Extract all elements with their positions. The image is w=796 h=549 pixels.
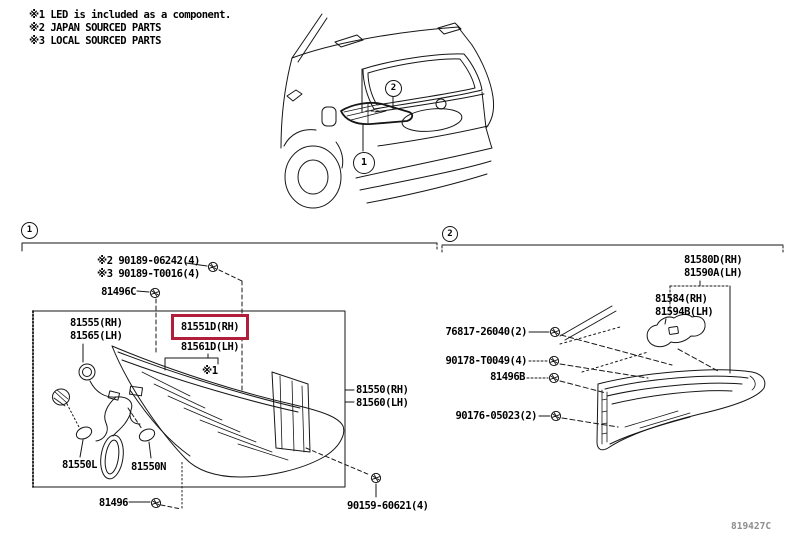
part-label-90176-05023: 90176-05023(2)	[455, 410, 537, 422]
part-label-bolt-note-b: ※3 90189-T0016(4)	[97, 268, 200, 280]
part-label-81496: 81496	[98, 497, 129, 509]
bulb-81550n	[138, 428, 156, 442]
car-tail-lamp	[340, 101, 414, 125]
bulb-81550l	[75, 426, 93, 440]
part-label-81580d: 81580D(RH)	[684, 254, 743, 266]
car-callout-2: 2	[385, 80, 402, 97]
part-label-81560: 81560(LH)	[356, 397, 409, 409]
part-label-76817-26040: 76817-26040(2)	[445, 326, 527, 338]
section1-leaders	[79, 261, 382, 510]
highlighted-part-81551d[interactable]: 81551D(RH)	[171, 314, 249, 340]
section2-frame	[441, 244, 784, 255]
part-label-81496c: 81496C	[101, 286, 136, 298]
led-note-marker: ※1	[202, 365, 218, 377]
part-label-81550l: 81550L	[62, 459, 97, 471]
part-label-81550: 81550(RH)	[356, 384, 409, 396]
part-label-81496b: 81496B	[490, 371, 525, 383]
part-label-90159-60621: 90159-60621(4)	[347, 500, 429, 512]
part-label-90178-t0049: 90178-T0049(4)	[445, 355, 527, 367]
side-mirror	[286, 89, 303, 102]
part-label-81590a: 81590A(LH)	[684, 267, 743, 279]
socket-cord-drawing	[52, 363, 156, 480]
part-label-bolt-note-a: ※2 90189-06242(4)	[97, 255, 200, 267]
car-callout-1: 1	[353, 152, 375, 174]
part-label-81565: 81565(LH)	[70, 330, 123, 342]
legend-note-led: ※1 LED is included as a component.	[29, 9, 231, 21]
part-label-81550n: 81550N	[131, 461, 166, 473]
part-label-81555: 81555(RH)	[70, 317, 123, 329]
fuel-lid	[321, 106, 337, 127]
outer-lamp-drawing	[111, 345, 345, 478]
part-label-81594b: 81594B(LH)	[655, 306, 714, 318]
part-label-81561d: 81561D(LH)	[180, 341, 240, 353]
bracket-81584-drawing	[646, 314, 706, 348]
legend-notes: ※1 LED is included as a component. ※2 JA…	[29, 9, 231, 48]
section1-marker: 1	[21, 222, 38, 239]
car-rear-illustration	[280, 13, 494, 209]
legend-note-japan: ※2 JAPAN SOURCED PARTS	[29, 22, 161, 34]
section2-marker: 2	[442, 226, 458, 242]
legend-note-local: ※3 LOCAL SOURCED PARTS	[29, 35, 161, 47]
part-label-81584: 81584(RH)	[655, 293, 708, 305]
section1-frame	[21, 242, 438, 488]
figure-code: 819427C	[731, 521, 772, 532]
inner-lamp-drawing	[559, 305, 766, 451]
